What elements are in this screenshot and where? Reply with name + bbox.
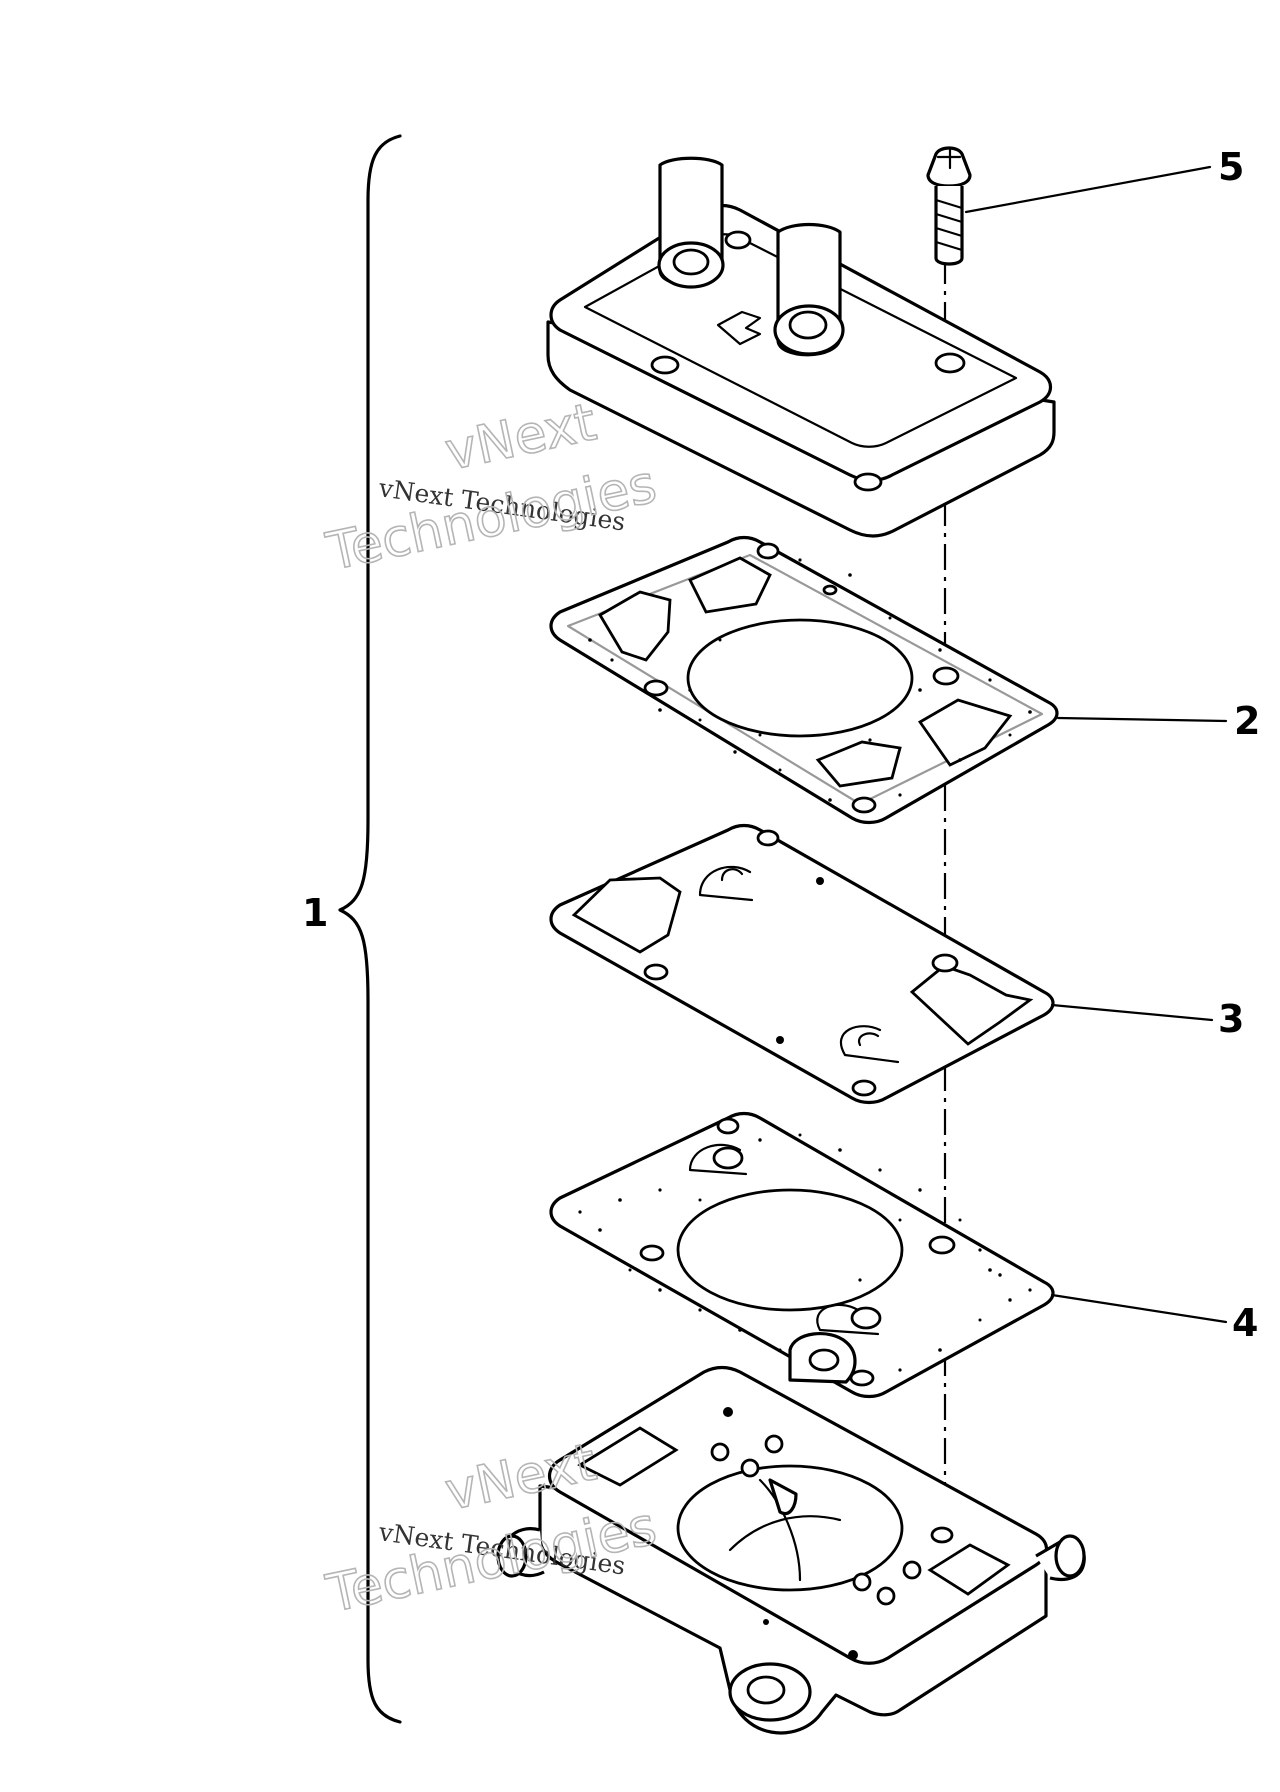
- leader-line-3: [1050, 1003, 1214, 1022]
- callout-5: 5: [1218, 145, 1244, 189]
- gasket-part-4: [549, 1111, 1055, 1399]
- leader-line-2: [1056, 716, 1228, 723]
- pump-body-part: [496, 1332, 1086, 1735]
- screw-part: [926, 146, 972, 266]
- cover-plate-part: [546, 156, 1056, 538]
- watermark-upper: vNext Technologies vNext Technologies: [320, 392, 662, 584]
- callout-4: 4: [1232, 1301, 1258, 1345]
- gasket-part-2: [549, 535, 1059, 825]
- svg-text:Technologies: Technologies: [321, 1497, 661, 1625]
- valve-plate-part-3: [549, 823, 1055, 1105]
- callout-3: 3: [1218, 997, 1244, 1041]
- callout-1: 1: [302, 891, 328, 935]
- leader-line-4: [1050, 1293, 1228, 1324]
- assembly-brace: [338, 134, 402, 1724]
- callout-2: 2: [1234, 699, 1260, 743]
- leader-line-5: [964, 165, 1212, 214]
